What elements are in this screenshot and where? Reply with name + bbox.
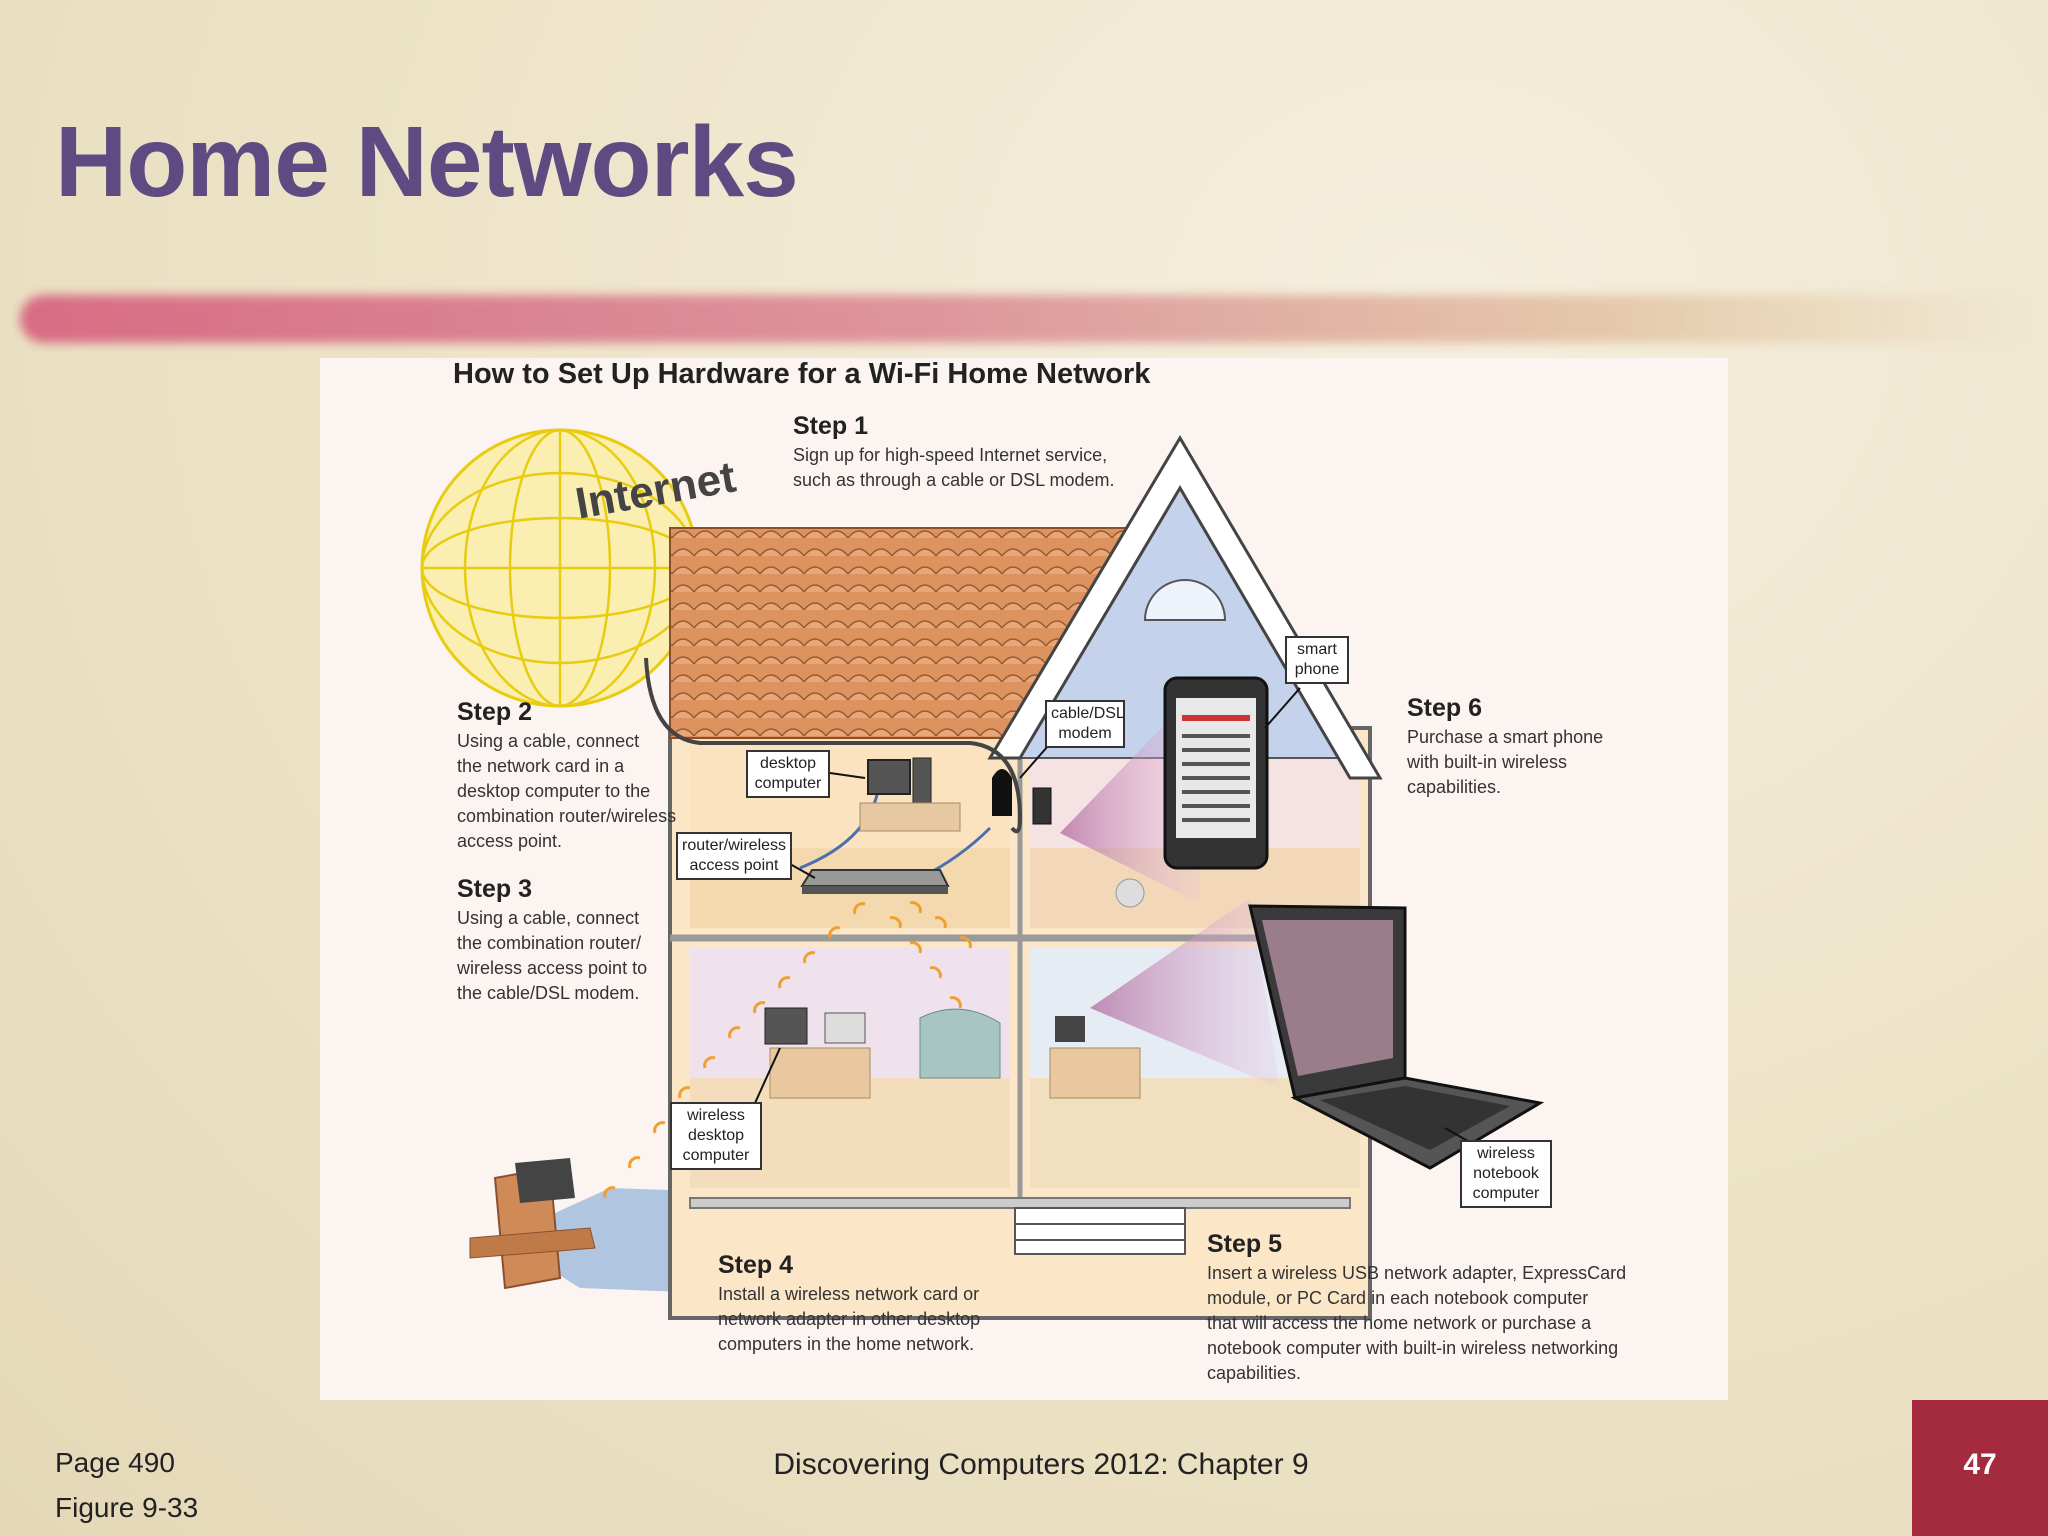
house-illustration [420,428,1545,1320]
label-router: router/wireless access point [676,832,792,880]
desk [769,1047,871,1099]
step-4: Step 4 Install a wireless network card o… [718,1251,981,1354]
step-6: Step 6 Purchase a smart phone with built… [1407,694,1604,797]
modem-icon [992,769,1012,816]
title-accent-bar [20,295,2030,343]
step-2: Step 2 Using a cable, connect the networ… [457,698,677,851]
smart-phone-icon [1163,676,1269,870]
armchair [919,1008,1001,1079]
network-figure: How to Set Up Hardware for a Wi-Fi Home … [320,358,1728,1400]
slide-number-box: 47 [1912,1400,2048,1536]
footer-figure: Figure 9-33 [55,1492,199,1523]
slide-title: Home Networks [55,106,799,218]
figure-title: How to Set Up Hardware for a Wi-Fi Home … [453,358,1151,390]
step-1: Step 1 Sign up for high-speed Internet s… [793,412,1115,490]
desktop-computer-icon [867,759,911,795]
footer-reference: Page 490 Figure 9-33 [55,1440,198,1530]
notebook-computer-icon [1248,904,1545,1170]
step-5: Step 5 Insert a wireless USB network ada… [1207,1230,1627,1383]
footer-page: Page 490 [55,1447,175,1478]
label-wireless-notebook: wireless notebook computer [1460,1140,1552,1208]
slide-number: 47 [1963,1448,1997,1481]
wifi-signal-icon [603,901,982,1199]
label-wireless-desktop: wireless desktop computer [670,1102,762,1170]
step-3: Step 3 Using a cable, connect the combin… [457,875,648,1003]
lawn-chair-icon [469,1158,596,1290]
footer-chapter: Discovering Computers 2012: Chapter 9 [773,1448,1309,1481]
label-desktop-computer: desktop computer [746,750,830,798]
internet-globe-icon [420,428,700,708]
label-modem: cable/DSL modem [1045,700,1125,748]
label-smart-phone: smart phone [1285,636,1349,684]
router-icon [800,869,950,887]
